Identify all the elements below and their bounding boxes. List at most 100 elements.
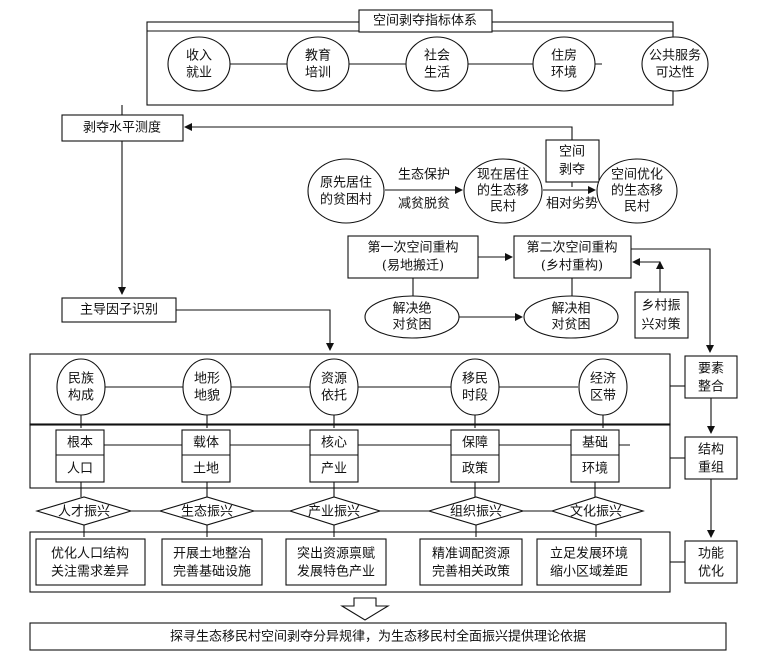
factor-label: 依托 (321, 389, 347, 404)
factor-label: 构成 (68, 389, 94, 404)
optimized-village-label: 的生态移 (611, 183, 663, 199)
pair-top-label: 核心 (321, 436, 347, 451)
down-arrow (340, 597, 390, 621)
indicator-label: 培训 (305, 65, 331, 81)
pair-land (181, 429, 231, 483)
rural-policy-label: 乡村振 (641, 299, 680, 314)
arrow-label-relative-disadv: 相对劣势 (546, 196, 598, 212)
action-land (161, 538, 263, 586)
reconstruct2-label: (乡村重构) (541, 258, 603, 274)
ecomig-village-label: 现在居住 (477, 168, 529, 183)
revitalization-label: 人才振兴 (58, 505, 110, 520)
factor-label: 资源 (321, 372, 347, 387)
pair-population (55, 429, 105, 483)
indicator-label: 生活 (424, 66, 450, 81)
dominant-factor-label: 主导因子识别 (80, 303, 158, 318)
ecomig-village-label: 民村 (490, 200, 516, 215)
factors-box (29, 353, 671, 426)
side-step-integration (684, 355, 738, 399)
action-label: 完善基础设施 (173, 564, 251, 580)
side-step-optimize (684, 540, 738, 584)
second-reconstruction-box (513, 235, 632, 279)
action-label: 发展特色产业 (297, 564, 375, 580)
factor-label: 地貌 (194, 389, 220, 404)
indicator-system-title-box (358, 9, 493, 33)
factor-period (450, 358, 500, 416)
pair-policy (450, 429, 500, 483)
space-deprivation-label: 空间 (559, 145, 585, 160)
revitalization-label: 产业振兴 (308, 505, 360, 520)
solve-relative-label: 解决相 (551, 302, 590, 317)
current-ecomigrant-village (463, 158, 543, 224)
indicator-label: 可达性 (655, 66, 694, 81)
action-label: 精准调配资源 (432, 547, 510, 562)
reconstruct2-label: 第二次空间重构 (526, 240, 617, 256)
action-label: 关注需求差异 (51, 565, 129, 580)
solve-relative-label: 对贫困 (551, 317, 590, 333)
original-poor-village (307, 158, 385, 224)
indicator-income (167, 36, 231, 92)
indicator-system-title: 空间剥夺指标体系 (373, 14, 477, 29)
reconstruct1-label: 第一次空间重构 (367, 240, 458, 256)
factor-label: 民族 (68, 371, 94, 387)
factor-label: 区带 (590, 389, 616, 404)
pair-top-label: 根本 (67, 436, 93, 451)
action-policy (419, 538, 523, 586)
indicator-label: 收入 (186, 49, 212, 64)
original-village-label: 原先居住 (320, 176, 372, 191)
pair-bottom-label: 人口 (67, 462, 93, 477)
space-deprivation-label: 剥夺 (559, 163, 585, 178)
diamond-ecology (158, 496, 256, 526)
solve-absolute-label: 解决绝 (392, 301, 431, 317)
side-step-label: 重组 (698, 460, 724, 476)
action-label: 缩小区域差距 (550, 564, 628, 580)
arrow-label-poverty-relief: 减贫脱贫 (398, 196, 450, 212)
factor-label: 移民 (462, 372, 488, 387)
side-step-label: 优化 (698, 565, 724, 580)
action-label: 优化人口结构 (51, 547, 129, 562)
solve-relative-poverty (523, 295, 619, 339)
pair-bottom-label: 政策 (462, 461, 488, 477)
action-population (35, 538, 146, 586)
indicator-label: 公共服务 (649, 48, 701, 64)
original-village-label: 的贫困村 (320, 192, 372, 208)
deprivation-measure-label: 剥夺水平测度 (83, 120, 161, 136)
indicator-education (286, 36, 350, 92)
diamond-organization (427, 496, 525, 526)
diamond-talent (35, 496, 133, 526)
pair-top-label: 载体 (193, 436, 219, 451)
indicator-public-service (641, 36, 709, 92)
pairs-box (29, 423, 671, 489)
indicator-housing (532, 36, 596, 92)
pair-top-label: 基础 (582, 436, 608, 451)
side-step-label: 要素 (698, 362, 724, 377)
pair-bottom-label: 产业 (321, 462, 347, 477)
indicator-label: 就业 (186, 66, 212, 81)
optimized-village-label: 空间优化 (611, 168, 663, 183)
action-industry (285, 538, 387, 586)
first-reconstruction-box (347, 235, 479, 279)
factor-economic (578, 358, 628, 416)
revitalization-label: 生态振兴 (181, 505, 233, 520)
reconstruct1-label: (易地搬迁) (382, 259, 444, 274)
factor-ethnic (56, 358, 106, 416)
factor-label: 地形 (194, 372, 220, 387)
revitalization-label: 组织振兴 (450, 505, 502, 520)
conclusion-box (29, 622, 727, 651)
revitalization-label: 文化振兴 (570, 505, 622, 520)
action-label: 立足发展环境 (550, 546, 628, 562)
factor-label: 经济 (590, 372, 616, 387)
action-label: 完善相关政策 (432, 564, 510, 580)
side-step-label: 功能 (698, 547, 724, 562)
action-label: 突出资源禀赋 (297, 546, 375, 562)
optimized-ecomigrant-village (596, 158, 678, 224)
factor-label: 时段 (462, 389, 488, 404)
factor-terrain (182, 358, 232, 416)
pair-top-label: 保障 (462, 436, 488, 451)
pair-bottom-label: 环境 (582, 462, 608, 477)
indicator-label: 教育 (305, 48, 331, 64)
indicator-label: 社会 (424, 48, 450, 64)
diamond-culture (550, 496, 645, 526)
indicator-label: 环境 (551, 66, 577, 81)
